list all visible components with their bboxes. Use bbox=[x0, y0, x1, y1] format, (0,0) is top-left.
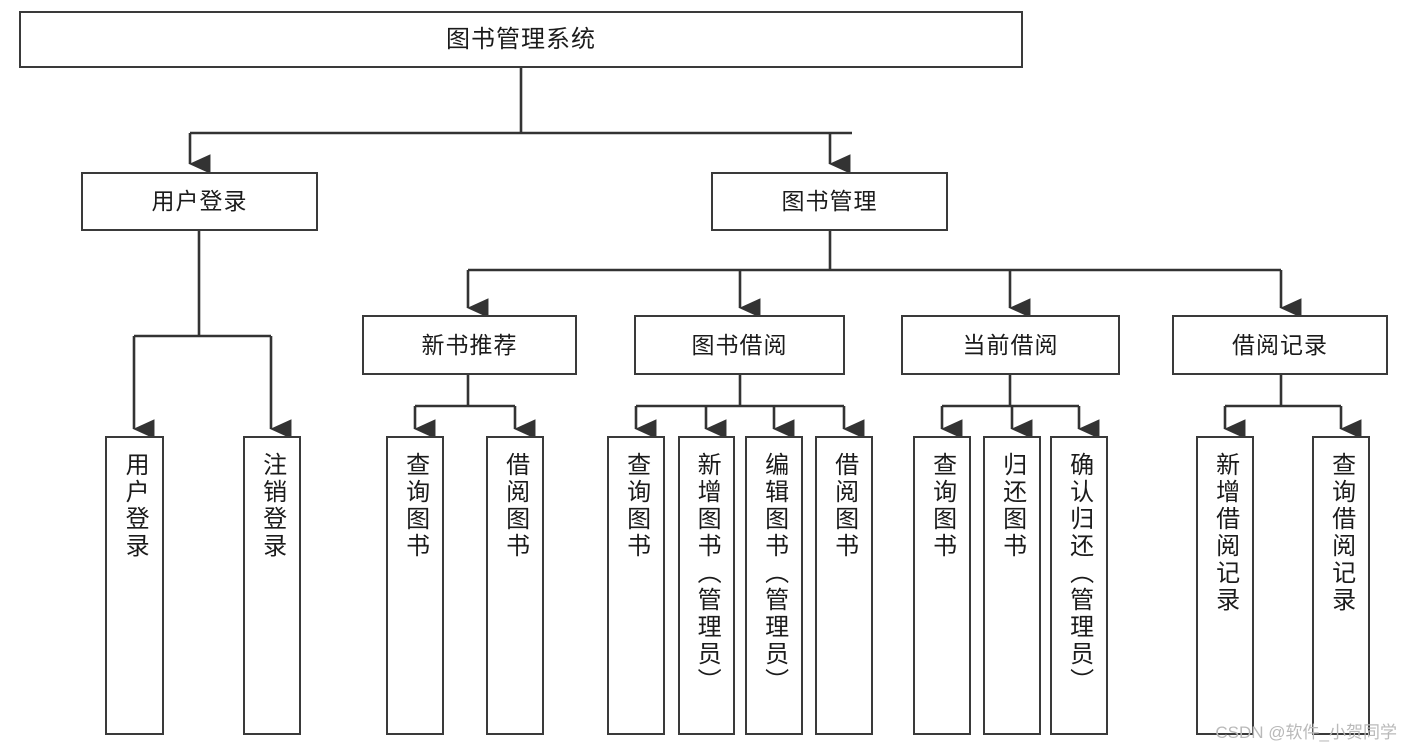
node-leaf-rec-add-record[interactable]: 新增借阅记录 bbox=[1196, 436, 1254, 735]
node-leaf-cur-query-book[interactable]: 查询图书 bbox=[913, 436, 971, 735]
node-borrow-record[interactable]: 借阅记录 bbox=[1172, 315, 1388, 375]
node-leaf-cur-return-book[interactable]: 归还图书 bbox=[983, 436, 1041, 735]
node-leaf-user-login-label: 用户登录 bbox=[121, 452, 149, 560]
node-leaf-user-logout[interactable]: 注销登录 bbox=[243, 436, 301, 735]
node-leaf-rec-borrow-book-label: 借阅图书 bbox=[501, 452, 529, 560]
watermark: CSDN @软件_小贺同学 bbox=[1215, 723, 1397, 742]
node-user-login[interactable]: 用户登录 bbox=[81, 172, 318, 231]
node-root[interactable]: 图书管理系统 bbox=[19, 11, 1023, 68]
node-current-borrow[interactable]: 当前借阅 bbox=[901, 315, 1120, 375]
node-leaf-user-login[interactable]: 用户登录 bbox=[105, 436, 164, 735]
node-new-book-rec[interactable]: 新书推荐 bbox=[362, 315, 577, 375]
node-user-login-label: 用户登录 bbox=[151, 188, 248, 215]
node-leaf-user-logout-label: 注销登录 bbox=[258, 452, 286, 560]
node-leaf-rec-borrow-book[interactable]: 借阅图书 bbox=[486, 436, 544, 735]
node-leaf-cur-confirm-return[interactable]: 确认归还（管理员） bbox=[1050, 436, 1108, 735]
node-leaf-rec-query-record-label: 查询借阅记录 bbox=[1327, 452, 1355, 614]
node-root-label: 图书管理系统 bbox=[446, 25, 596, 53]
node-leaf-borrow-query-book-label: 查询图书 bbox=[622, 452, 650, 560]
node-book-borrow[interactable]: 图书借阅 bbox=[634, 315, 845, 375]
node-leaf-cur-confirm-return-label: 确认归还（管理员） bbox=[1065, 452, 1093, 695]
node-leaf-rec-query-record[interactable]: 查询借阅记录 bbox=[1312, 436, 1370, 735]
node-leaf-cur-return-book-label: 归还图书 bbox=[998, 452, 1026, 560]
node-leaf-borrow-query-book[interactable]: 查询图书 bbox=[607, 436, 665, 735]
node-leaf-rec-query-book-label: 查询图书 bbox=[401, 452, 429, 560]
node-book-borrow-label: 图书借阅 bbox=[691, 331, 788, 358]
node-current-borrow-label: 当前借阅 bbox=[962, 331, 1059, 358]
node-leaf-borrow-edit-book[interactable]: 编辑图书（管理员） bbox=[745, 436, 803, 735]
node-leaf-cur-query-book-label: 查询图书 bbox=[928, 452, 956, 560]
node-leaf-rec-add-record-label: 新增借阅记录 bbox=[1211, 452, 1239, 614]
node-borrow-record-label: 借阅记录 bbox=[1232, 331, 1328, 358]
node-leaf-rec-query-book[interactable]: 查询图书 bbox=[386, 436, 444, 735]
node-leaf-borrow-add-book-label: 新增图书（管理员） bbox=[693, 452, 721, 695]
node-leaf-borrow-edit-book-label: 编辑图书（管理员） bbox=[760, 452, 788, 695]
node-leaf-borrow-borrow-book-label: 借阅图书 bbox=[830, 452, 858, 560]
node-leaf-borrow-add-book[interactable]: 新增图书（管理员） bbox=[678, 436, 735, 735]
node-leaf-borrow-borrow-book[interactable]: 借阅图书 bbox=[815, 436, 873, 735]
node-new-book-rec-label: 新书推荐 bbox=[421, 331, 518, 358]
node-book-manage[interactable]: 图书管理 bbox=[711, 172, 948, 231]
node-book-manage-label: 图书管理 bbox=[781, 188, 878, 215]
